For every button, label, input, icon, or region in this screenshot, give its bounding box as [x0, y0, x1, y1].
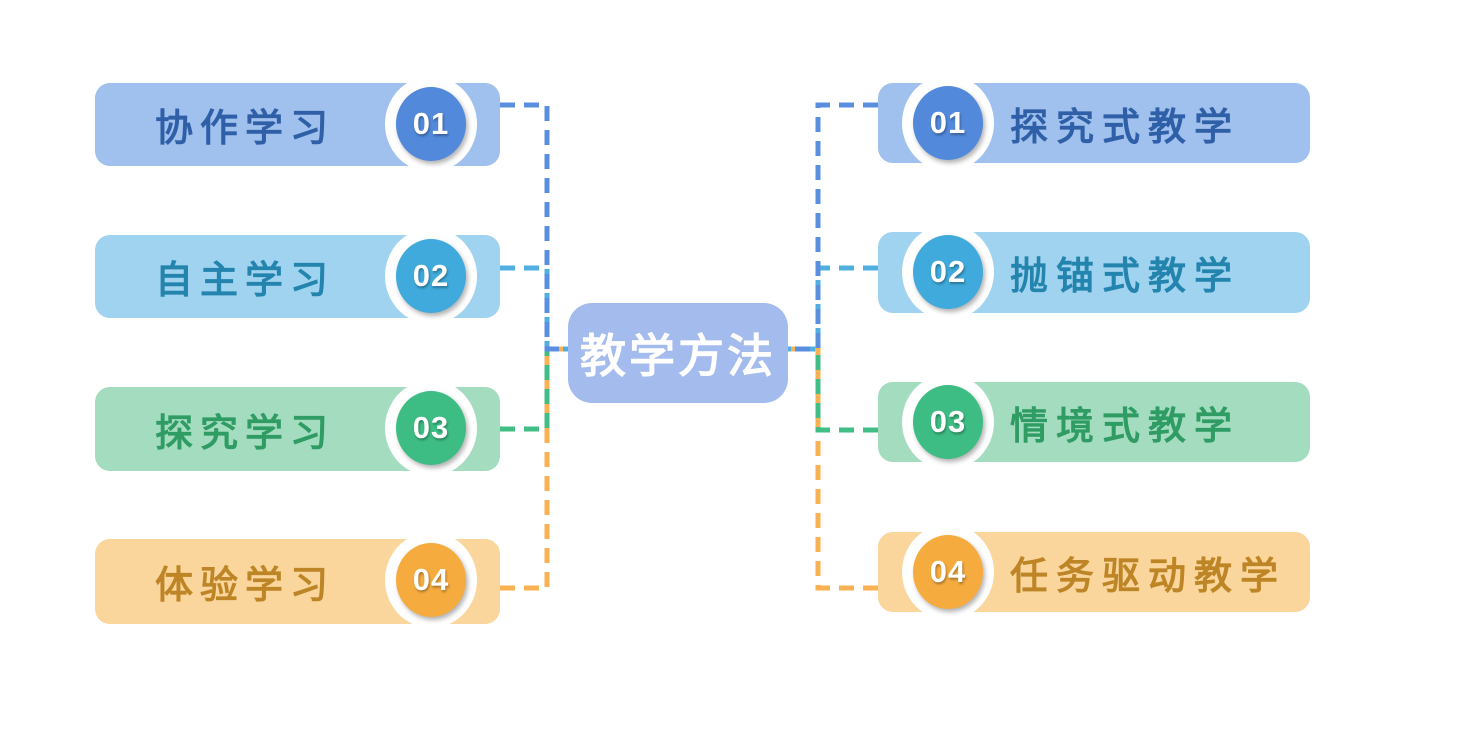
number-badge: 03 [902, 374, 994, 470]
connector-left-3 [500, 346, 568, 432]
node-task-driven-teaching[interactable]: 04 任务驱动教学 [878, 524, 1310, 620]
node-experiential-learning[interactable]: 体验学习 04 [95, 532, 500, 628]
number-badge: 02 [385, 228, 477, 324]
node-anchored-teaching[interactable]: 02 抛锚式教学 [878, 224, 1310, 320]
node-situated-teaching[interactable]: 03 情境式教学 [878, 374, 1310, 470]
number-circle: 04 [396, 543, 466, 617]
number-circle: 01 [913, 86, 983, 160]
node-label: 探究学习 [154, 412, 335, 455]
number-badge: 02 [902, 224, 994, 320]
number-circle: 03 [913, 385, 983, 459]
connector-left-4 [500, 346, 568, 591]
badge-number: 01 [412, 106, 450, 141]
number-circle: 01 [396, 87, 466, 161]
node-label: 任务驱动教学 [1010, 555, 1287, 598]
number-circle: 04 [913, 535, 983, 609]
connector-right-3 [788, 346, 878, 433]
number-badge: 04 [385, 532, 477, 628]
node-collaborative-learning[interactable]: 协作学习 01 [95, 76, 500, 172]
connector-left-1 [500, 102, 568, 352]
node-autonomous-learning[interactable]: 自主学习 02 [95, 228, 500, 324]
connector-right-2 [788, 265, 878, 352]
badge-number: 04 [412, 562, 450, 597]
node-label: 体验学习 [154, 565, 335, 607]
number-badge: 03 [385, 380, 477, 476]
connector-right-4 [788, 346, 878, 591]
badge-number: 02 [412, 258, 450, 293]
badge-number: 02 [929, 254, 967, 289]
connector-left-2 [500, 265, 568, 352]
number-badge: 01 [385, 76, 477, 172]
badge-number: 03 [929, 404, 967, 439]
node-label: 自主学习 [154, 260, 335, 302]
connector-right-1 [788, 102, 878, 352]
number-badge: 01 [902, 75, 994, 171]
number-circle: 03 [396, 391, 466, 465]
node-label: 探究式教学 [1010, 106, 1241, 149]
node-label: 协作学习 [154, 108, 335, 150]
badge-number: 04 [929, 554, 967, 589]
number-circle: 02 [913, 235, 983, 309]
node-label: 情境式教学 [1010, 405, 1241, 448]
center-topic[interactable]: 教学方法 [568, 303, 788, 403]
number-circle: 02 [396, 239, 466, 313]
node-inquiry-teaching[interactable]: 01 探究式教学 [878, 75, 1310, 171]
badge-number: 03 [412, 410, 450, 445]
node-inquiry-learning[interactable]: 探究学习 03 [95, 380, 500, 476]
node-label: 抛锚式教学 [1010, 256, 1241, 298]
badge-number: 01 [929, 105, 967, 140]
number-badge: 04 [902, 524, 994, 620]
